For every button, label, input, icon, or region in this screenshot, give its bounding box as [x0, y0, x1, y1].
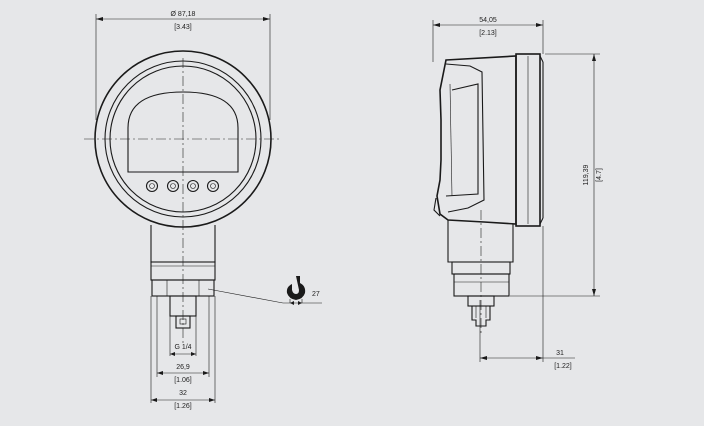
led-indicator-1 — [145, 179, 159, 193]
hex-width-imperial-label: [1.26] — [174, 403, 192, 410]
side-housing — [436, 55, 517, 225]
flat-width-imperial-label: [1.06] — [174, 377, 192, 384]
wrench-callout: 27 — [207, 276, 322, 305]
side-hex-nut — [453, 273, 510, 297]
led-indicator-3 — [186, 179, 200, 193]
height-imperial-label: [4.7] — [596, 168, 603, 182]
led-indicator-4 — [206, 179, 220, 193]
wrench-icon — [286, 276, 306, 300]
led-indicators — [145, 179, 220, 193]
led-indicator-2 — [166, 179, 180, 193]
thread-size-label: G 1/4 — [174, 344, 191, 351]
thread-dimension: G 1/4 — [169, 316, 197, 356]
display-window — [127, 91, 239, 173]
side-view: 54,05 [2.13] 119,39 [4.7] — [432, 17, 603, 370]
height-metric-label: 119,39 — [583, 164, 590, 185]
stem-length-dimension: 31 [1.22] — [479, 226, 575, 370]
depth-dimension: 54,05 [2.13] — [432, 17, 544, 62]
flat-width-dimension: 26,9 [1.06] — [156, 296, 210, 384]
side-neck — [447, 220, 514, 263]
depth-metric-label: 54,05 — [479, 17, 497, 24]
diameter-imperial-label: [3.43] — [174, 24, 192, 31]
depth-imperial-label: [2.13] — [479, 30, 497, 37]
stem-length-metric-label: 31 — [556, 350, 564, 357]
diameter-dimension: Ø 87,18 [3.43] — [95, 11, 271, 120]
stem-length-imperial-label: [1.22] — [554, 363, 572, 370]
diameter-metric-label: Ø 87,18 — [171, 11, 196, 18]
wrench-size-label: 27 — [312, 291, 320, 298]
flat-width-metric-label: 26,9 — [176, 364, 190, 371]
hex-width-metric-label: 32 — [179, 390, 187, 397]
hex-width-dimension: 32 [1.26] — [150, 296, 216, 410]
height-dimension: 119,39 [4.7] — [510, 53, 603, 297]
front-view: Ø 87,18 [3.43] — [84, 11, 322, 410]
front-bezel — [515, 53, 541, 227]
